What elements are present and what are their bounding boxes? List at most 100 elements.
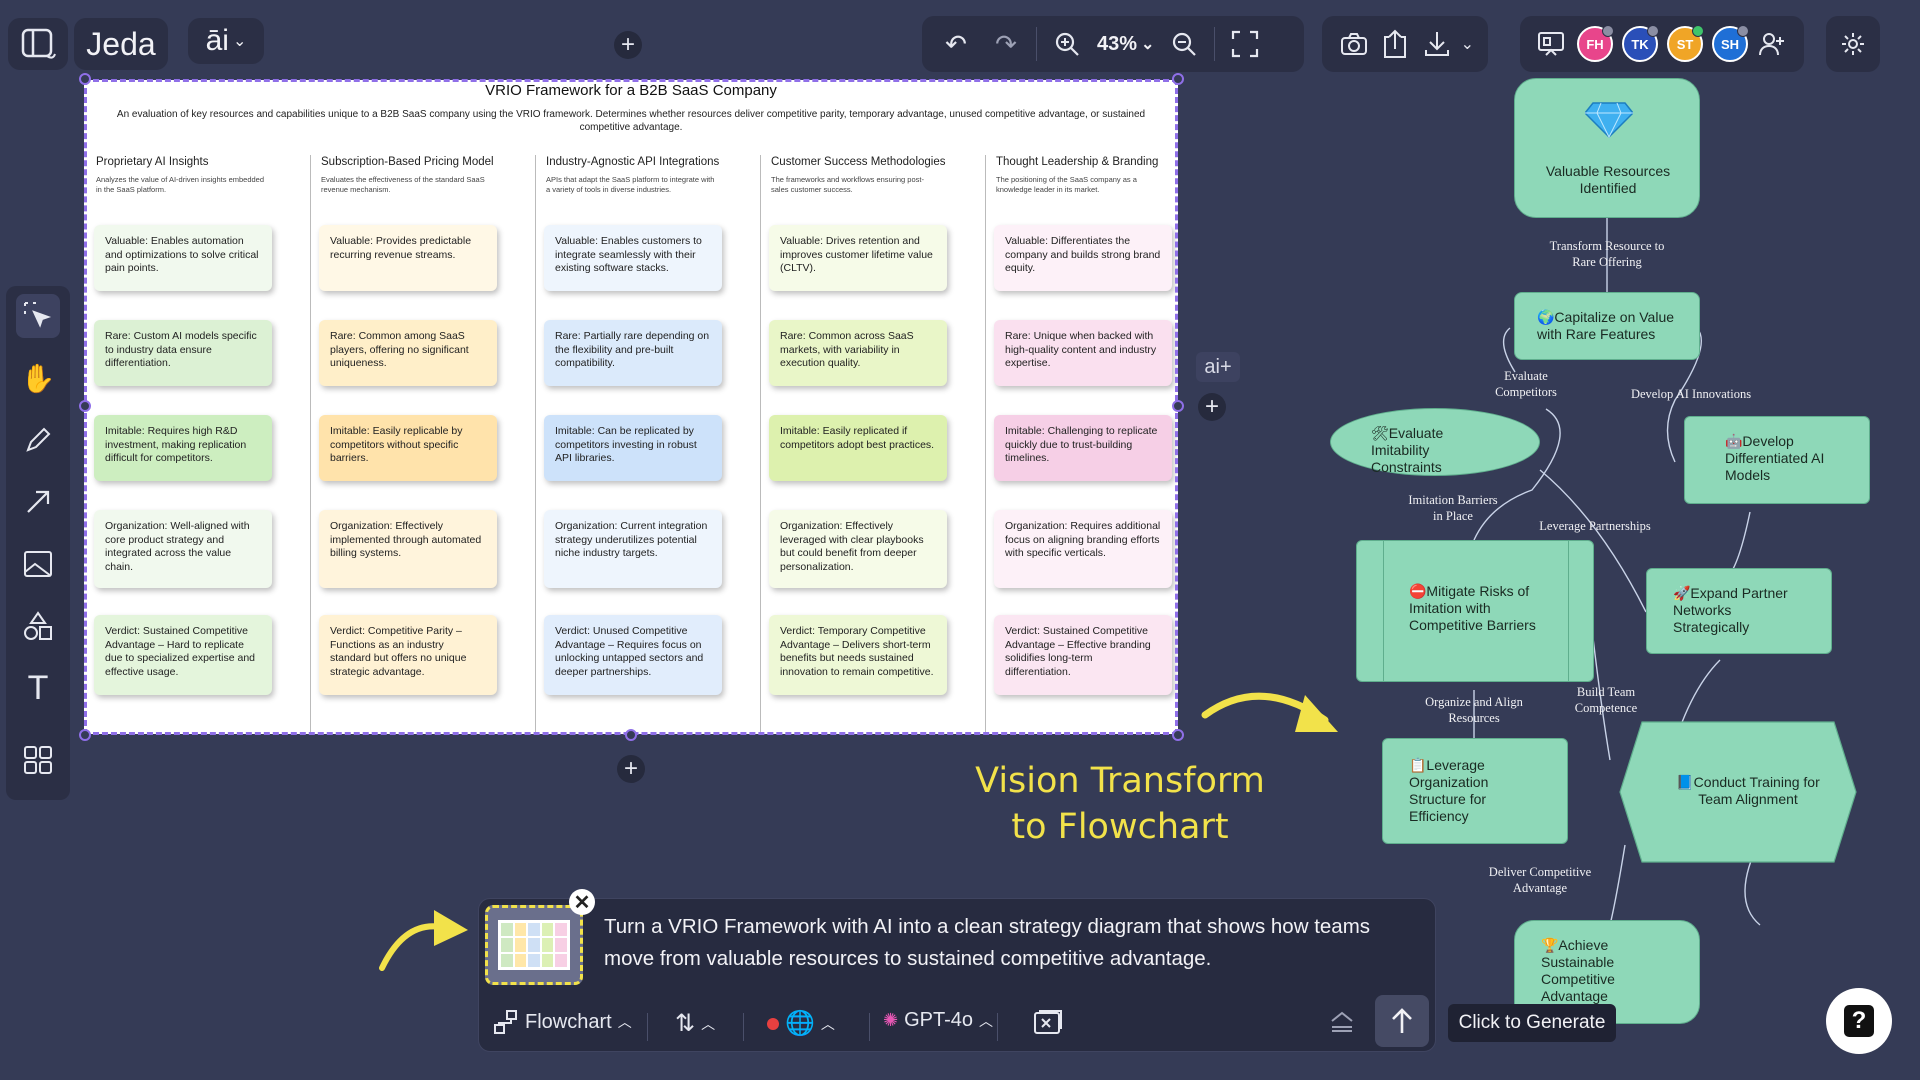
- column-divider: [310, 155, 311, 735]
- collaborators-toolbar: FH TK ST SH: [1520, 16, 1804, 72]
- remove-thumbnail-button[interactable]: ✕: [569, 889, 595, 915]
- vrio-card-rare[interactable]: Rare: Unique when backed with high-quali…: [994, 320, 1172, 386]
- vrio-card-rare[interactable]: Rare: Common among SaaS players, offerin…: [319, 320, 497, 386]
- avatar-tk[interactable]: TK: [1622, 25, 1659, 62]
- hand-tool-icon[interactable]: ✋: [20, 362, 56, 394]
- apps-grid-icon[interactable]: [16, 738, 60, 782]
- vrio-card-valuable[interactable]: Valuable: Drives retention and improves …: [769, 225, 947, 291]
- flow-node-expand-partners[interactable]: 🚀Expand Partner Networks Strategically: [1646, 568, 1832, 654]
- web-search-selector[interactable]: 🌐 ︿: [767, 1009, 835, 1038]
- vrio-card-imitable[interactable]: Imitable: Challenging to replicate quick…: [994, 415, 1172, 481]
- vrio-card-imitable[interactable]: Imitable: Easily replicable by competito…: [319, 415, 497, 481]
- divider: [647, 1013, 648, 1041]
- vrio-card-verdict[interactable]: Verdict: Competitive Parity – Functions …: [319, 615, 497, 695]
- vrio-card-rare[interactable]: Rare: Partially rare depending on the fl…: [544, 320, 722, 386]
- flow-node-valuable-resources[interactable]: Valuable Resources Identified: [1514, 78, 1700, 218]
- upload-icon[interactable]: [1378, 24, 1414, 64]
- vrio-card-organization[interactable]: Organization: Well-aligned with core pro…: [94, 510, 272, 588]
- reference-thumbnail[interactable]: [485, 905, 583, 985]
- zoom-in-icon[interactable]: [1047, 24, 1087, 64]
- direction-selector[interactable]: ⇅ ︿: [675, 1009, 715, 1038]
- vrio-card-verdict[interactable]: Verdict: Temporary Competitive Advantage…: [769, 615, 947, 695]
- record-indicator-icon: [767, 1017, 779, 1030]
- column-title: Thought Leadership & Branding: [996, 156, 1159, 168]
- vrio-card-rare[interactable]: Rare: Common across SaaS markets, with v…: [769, 320, 947, 386]
- chevron-down-icon: ⌄: [1141, 36, 1155, 53]
- resize-handle-tr[interactable]: [1172, 73, 1184, 85]
- flow-node-mitigate-risks[interactable]: ⛔Mitigate Risks of Imitation with Compet…: [1356, 540, 1594, 682]
- flow-node-leverage-organization[interactable]: 📋Leverage Organization Structure for Eff…: [1382, 738, 1568, 844]
- vrio-card-verdict[interactable]: Verdict: Sustained Competitive Advantage…: [994, 615, 1172, 695]
- vrio-card-valuable[interactable]: Valuable: Differentiates the company and…: [994, 225, 1172, 291]
- flow-node-conduct-training[interactable]: 📘Conduct Training for Team Alignment: [1618, 720, 1858, 864]
- collapse-button[interactable]: [1329, 1007, 1355, 1033]
- zoom-level-dropdown[interactable]: 43% ⌄: [1097, 33, 1154, 56]
- flow-node-develop-ai-models[interactable]: 🤖Develop Differentiated AI Models: [1684, 416, 1870, 504]
- chevron-down-icon[interactable]: ⌄: [1460, 36, 1474, 53]
- settings-toolbar: [1826, 16, 1880, 72]
- resize-handle-r[interactable]: [1172, 400, 1184, 412]
- add-above-button[interactable]: +: [614, 31, 642, 59]
- undo-icon[interactable]: ↶: [945, 28, 967, 59]
- camera-icon[interactable]: [1336, 24, 1372, 64]
- resize-handle-br[interactable]: [1172, 729, 1184, 741]
- text-tool-icon[interactable]: T: [27, 668, 49, 707]
- vrio-card-verdict[interactable]: Verdict: Sustained Competitive Advantage…: [94, 615, 272, 695]
- flow-node-capitalize-value[interactable]: 🌍Capitalize on Value with Rare Features: [1514, 292, 1700, 360]
- avatar-initials: TK: [1631, 36, 1649, 52]
- zoom-out-icon[interactable]: [1164, 24, 1204, 64]
- shapes-tool-icon[interactable]: [16, 604, 60, 648]
- vrio-card-verdict[interactable]: Verdict: Unused Competitive Advantage – …: [544, 615, 722, 695]
- diagram-type-selector[interactable]: Flowchart ︿: [493, 1009, 632, 1035]
- redo-icon[interactable]: ↷: [995, 28, 1017, 59]
- fit-screen-icon[interactable]: [1225, 24, 1265, 64]
- add-right-button[interactable]: +: [1198, 393, 1226, 421]
- column-subtitle: The frameworks and workflows ensuring po…: [771, 175, 924, 194]
- resize-handle-b[interactable]: [625, 729, 637, 741]
- sidebar-toggle-button[interactable]: [8, 18, 68, 70]
- add-user-icon[interactable]: [1757, 24, 1787, 64]
- vrio-card-organization[interactable]: Organization: Effectively implemented th…: [319, 510, 497, 588]
- avatar-initials: ST: [1676, 36, 1694, 52]
- flow-node-label: ⛔Mitigate Risks of Imitation with Compet…: [1409, 583, 1536, 633]
- model-selector[interactable]: ✺ GPT-4o ︿: [883, 1009, 993, 1032]
- resize-handle-l[interactable]: [79, 400, 91, 412]
- image-input-button[interactable]: [1033, 1009, 1063, 1035]
- vrio-card-rare[interactable]: Rare: Custom AI models specific to indus…: [94, 320, 272, 386]
- chevron-up-icon: ︿: [820, 1015, 835, 1032]
- ai-menu-button[interactable]: āi ⌄: [188, 18, 264, 64]
- avatar-sh[interactable]: SH: [1712, 25, 1749, 62]
- ai-plus-button[interactable]: ai+: [1196, 352, 1240, 382]
- help-button[interactable]: ?: [1826, 988, 1892, 1054]
- vrio-card-imitable[interactable]: Imitable: Can be replicated by competito…: [544, 415, 722, 481]
- vrio-card-organization[interactable]: Organization: Current integration strate…: [544, 510, 722, 588]
- vrio-framework-document[interactable]: VRIO Framework for a B2B SaaS Company An…: [84, 80, 1178, 735]
- avatar-fh[interactable]: FH: [1577, 25, 1614, 62]
- app-logo[interactable]: Jeda: [74, 18, 168, 70]
- divider: [743, 1013, 744, 1041]
- vrio-card-organization[interactable]: Organization: Requires additional focus …: [994, 510, 1172, 588]
- settings-gear-icon[interactable]: [1833, 24, 1873, 64]
- vrio-card-imitable[interactable]: Imitable: Requires high R&D investment, …: [94, 415, 272, 481]
- vrio-card-valuable[interactable]: Valuable: Enables customers to integrate…: [544, 225, 722, 291]
- vrio-card-valuable[interactable]: Valuable: Provides predictable recurring…: [319, 225, 497, 291]
- vrio-card-imitable[interactable]: Imitable: Easily replicated if competito…: [769, 415, 947, 481]
- image-tool-icon[interactable]: [16, 542, 60, 586]
- model-label: GPT-4o: [904, 1009, 974, 1031]
- presentation-icon[interactable]: [1534, 24, 1568, 64]
- divider: [1214, 27, 1216, 61]
- flow-node-evaluate-imitability[interactable]: 🛠Evaluate Imitability Constraints: [1330, 408, 1540, 476]
- pencil-tool-icon[interactable]: [16, 418, 60, 462]
- resize-handle-bl[interactable]: [79, 729, 91, 741]
- generate-button[interactable]: [1375, 995, 1429, 1047]
- vrio-card-valuable[interactable]: Valuable: Enables automation and optimiz…: [94, 225, 272, 291]
- resize-handle-tl[interactable]: [79, 73, 91, 85]
- avatar-st[interactable]: ST: [1667, 25, 1704, 62]
- vrio-card-organization[interactable]: Organization: Effectively leveraged with…: [769, 510, 947, 588]
- arrow-tool-icon[interactable]: [16, 480, 60, 524]
- select-tool-icon[interactable]: [16, 294, 60, 338]
- add-below-button[interactable]: +: [617, 755, 645, 783]
- prompt-text[interactable]: Turn a VRIO Framework with AI into a cle…: [604, 915, 1371, 970]
- export-toolbar: ⌄: [1322, 16, 1488, 72]
- download-icon[interactable]: [1419, 24, 1455, 64]
